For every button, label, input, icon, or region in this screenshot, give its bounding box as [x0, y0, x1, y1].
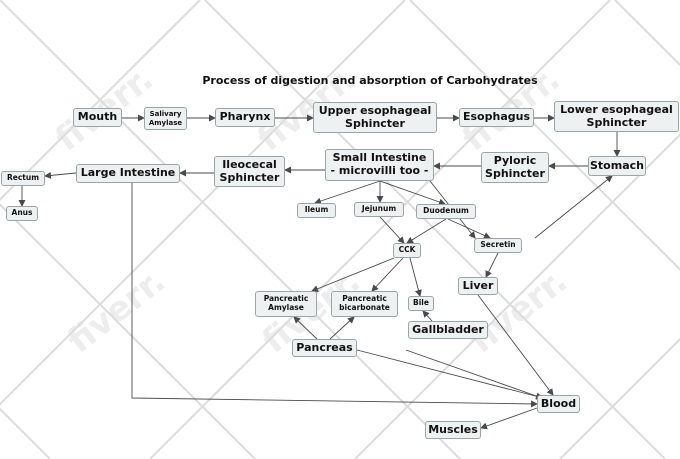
node-pharynx: Pharynx — [215, 108, 275, 127]
connector-arrow — [131, 183, 538, 408]
connector-arrow — [405, 349, 543, 400]
connector-arrow — [329, 316, 355, 340]
watermark-line — [149, 0, 611, 459]
node-gallbladder: Gallbladder — [408, 321, 488, 339]
node-duodenum: Duodenum — [416, 204, 476, 219]
node-pancreatic-amylase: Pancreatic Amylase — [255, 291, 317, 317]
node-upper-esophageal-sphincter: Upper esophageal Sphincter — [313, 102, 437, 133]
watermark-line — [409, 0, 680, 271]
watermark-line — [204, 0, 666, 459]
node-bile: Bile — [408, 296, 434, 311]
connector-arrow — [311, 257, 395, 293]
diagram-title: Process of digestion and absorption of C… — [202, 74, 538, 87]
watermark-line — [0, 0, 201, 201]
node-rectum: Rectum — [1, 171, 45, 186]
watermark-line — [0, 0, 406, 406]
node-salivary-amylase: Salivary Amylase — [144, 107, 187, 130]
node-cck: CCK — [393, 243, 421, 258]
node-small-intestine: Small Intestine - microvilli too - — [325, 149, 434, 181]
connector-arrow — [371, 257, 404, 292]
node-pyloric-sphincter: Pyloric Sphincter — [481, 152, 549, 183]
connector-arrow — [293, 316, 318, 340]
node-jejunum: Jejunum — [354, 202, 404, 217]
connector-arrow — [534, 175, 613, 239]
watermark-line — [0, 0, 461, 459]
connector-arrow — [406, 218, 447, 244]
connector-arrow — [379, 216, 405, 244]
node-pancreas: Pancreas — [292, 339, 357, 357]
connector-arrow — [314, 180, 381, 205]
connector-arrow — [477, 294, 554, 396]
node-secretin: Secretin — [474, 238, 522, 253]
connector-arrow — [409, 257, 422, 297]
connector-arrow — [447, 218, 491, 239]
node-anus: Anus — [6, 206, 38, 221]
node-liver: Liver — [458, 277, 498, 295]
connector-arrow — [356, 349, 544, 400]
node-ileum: Ileum — [297, 203, 336, 218]
watermark-line — [559, 337, 680, 459]
connector-arrow — [44, 171, 77, 179]
connector-arrow — [485, 252, 499, 278]
node-pancreatic-bicarbonate: Pancreatic bicarbonate — [331, 291, 398, 317]
node-ileocecal-sphincter: Ileocecal Sphincter — [214, 156, 285, 187]
node-esophagus: Esophagus — [459, 108, 534, 127]
node-muscles: Muscles — [425, 421, 481, 439]
watermark-line — [354, 133, 680, 459]
watermark-line — [0, 203, 256, 459]
watermark-line — [614, 0, 680, 67]
node-mouth: Mouth — [73, 108, 122, 127]
node-blood: Blood — [537, 395, 580, 413]
connector-arrow — [480, 407, 538, 430]
connector-arrow — [422, 310, 433, 322]
node-stomach: Stomach — [588, 156, 646, 176]
node-large-intestine: Large Intestine — [76, 164, 180, 183]
node-lower-esophageal-sphincter: Lower esophageal Sphincter — [554, 101, 679, 132]
connector-arrow — [379, 180, 446, 206]
